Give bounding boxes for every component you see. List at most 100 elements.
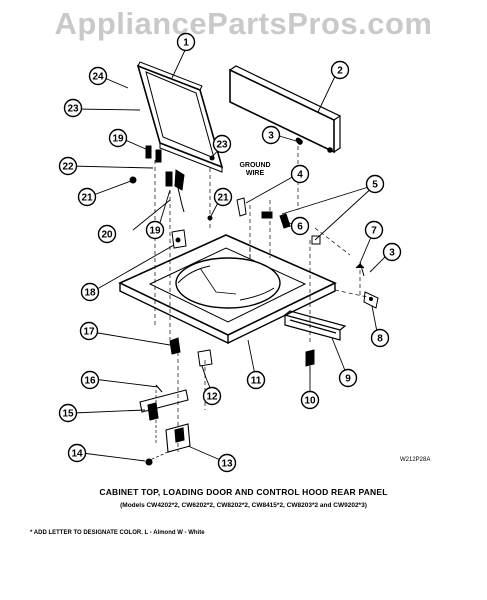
callout-circle <box>79 321 99 341</box>
ground-wire-label-line2: WIRE <box>246 170 265 177</box>
callout-number: 22 <box>62 162 74 173</box>
callout-circle <box>382 242 402 262</box>
callout-number: 18 <box>84 288 96 299</box>
callout-number: 6 <box>297 222 303 233</box>
callout-circle <box>58 403 78 423</box>
callout-3: 3 <box>382 242 402 262</box>
leader-lines <box>69 47 391 463</box>
callout-1: 1 <box>176 32 196 52</box>
callout-number: 1 <box>183 38 189 49</box>
callout-number: 7 <box>371 226 377 237</box>
door-hinges <box>145 145 215 213</box>
callout-number: 5 <box>372 180 378 191</box>
rear-bracket <box>284 310 347 341</box>
callout-circle <box>330 60 350 80</box>
callout-circle <box>108 128 128 148</box>
hardware-parts <box>129 138 379 379</box>
control-hood-rear-panel <box>229 65 342 154</box>
callout-circle <box>213 187 233 207</box>
callout-circle <box>88 66 108 86</box>
callout-circle <box>261 125 281 145</box>
callout-22: 22 <box>58 156 78 176</box>
color-footnote: * ADD LETTER TO DESIGNATE COLOR. L - Alm… <box>30 530 205 536</box>
callout-number: 17 <box>83 327 95 338</box>
callout-7: 7 <box>364 220 384 240</box>
callout-number: 8 <box>377 334 383 345</box>
callout-circle <box>58 156 78 176</box>
callout-15: 15 <box>58 403 78 423</box>
callout-8: 8 <box>370 328 390 348</box>
callout-3: 3 <box>261 125 281 145</box>
callout-number: 13 <box>221 459 233 470</box>
callout-number: 19 <box>112 134 124 145</box>
callout-12: 12 <box>202 386 222 406</box>
callout-23: 23 <box>212 134 232 154</box>
callout-19: 19 <box>108 128 128 148</box>
callout-17: 17 <box>79 321 99 341</box>
callout-circle <box>338 368 358 388</box>
callout-9: 9 <box>338 368 358 388</box>
callout-circle <box>67 443 87 463</box>
callout-circle <box>370 328 390 348</box>
callout-5: 5 <box>365 174 385 194</box>
callout-6: 6 <box>290 216 310 236</box>
callout-14: 14 <box>67 443 87 463</box>
callout-circle <box>80 282 100 302</box>
callout-number: 19 <box>149 226 161 237</box>
callout-circle <box>300 390 320 410</box>
callout-circle <box>290 164 310 184</box>
callout-circle <box>176 32 196 52</box>
callout-10: 10 <box>300 390 320 410</box>
callout-circle <box>63 98 83 118</box>
callout-number: 3 <box>389 248 395 259</box>
callout-23: 23 <box>63 98 83 118</box>
callout-number: 24 <box>92 72 104 83</box>
callout-number: 21 <box>81 193 93 204</box>
callout-19: 19 <box>145 220 165 240</box>
callout-circle <box>246 370 266 390</box>
callout-number: 16 <box>84 376 96 387</box>
callout-circle <box>80 370 100 390</box>
cabinet-top <box>118 234 337 345</box>
callout-11: 11 <box>246 370 266 390</box>
callout-number: 14 <box>71 449 83 460</box>
ground-wire-label-line1: GROUND <box>239 162 270 169</box>
callout-number: 15 <box>62 409 74 420</box>
callout-number: 3 <box>268 131 274 142</box>
callout-number: 21 <box>217 193 229 204</box>
callout-circle <box>364 220 384 240</box>
callout-circle <box>212 134 232 154</box>
callout-20: 20 <box>97 224 117 244</box>
caption-models: (Models CW4202*2, CW6202*2, CW8202*2, CW… <box>120 502 367 509</box>
callout-4: 4 <box>290 164 310 184</box>
callout-circle <box>97 224 117 244</box>
caption-title: CABINET TOP, LOADING DOOR AND CONTROL HO… <box>99 487 388 497</box>
callout-circle <box>145 220 165 240</box>
callout-18: 18 <box>80 282 100 302</box>
callout-number: 11 <box>251 376 262 387</box>
callout-24: 24 <box>88 66 108 86</box>
callout-21: 21 <box>213 187 233 207</box>
callout-circle <box>290 216 310 236</box>
callout-21: 21 <box>77 187 97 207</box>
callout-number: 20 <box>101 230 113 241</box>
callout-circle <box>202 386 222 406</box>
callout-number: 10 <box>304 396 316 407</box>
callout-number: 9 <box>345 374 351 385</box>
drawing-code: W212P28A <box>400 457 431 463</box>
callout-circle <box>365 174 385 194</box>
site-watermark: AppliancePartsPros.com <box>54 6 433 41</box>
callout-16: 16 <box>80 370 100 390</box>
callout-2: 2 <box>330 60 350 80</box>
callout-number: 4 <box>297 170 303 181</box>
callout-circle <box>77 187 97 207</box>
callout-13: 13 <box>217 453 237 473</box>
callout-number: 12 <box>206 392 218 403</box>
callout-number: 23 <box>216 140 228 151</box>
latch-bracket-assembly <box>139 384 191 466</box>
callout-number: 23 <box>67 104 79 115</box>
callout-circle <box>217 453 237 473</box>
callout-number: 2 <box>337 66 343 77</box>
